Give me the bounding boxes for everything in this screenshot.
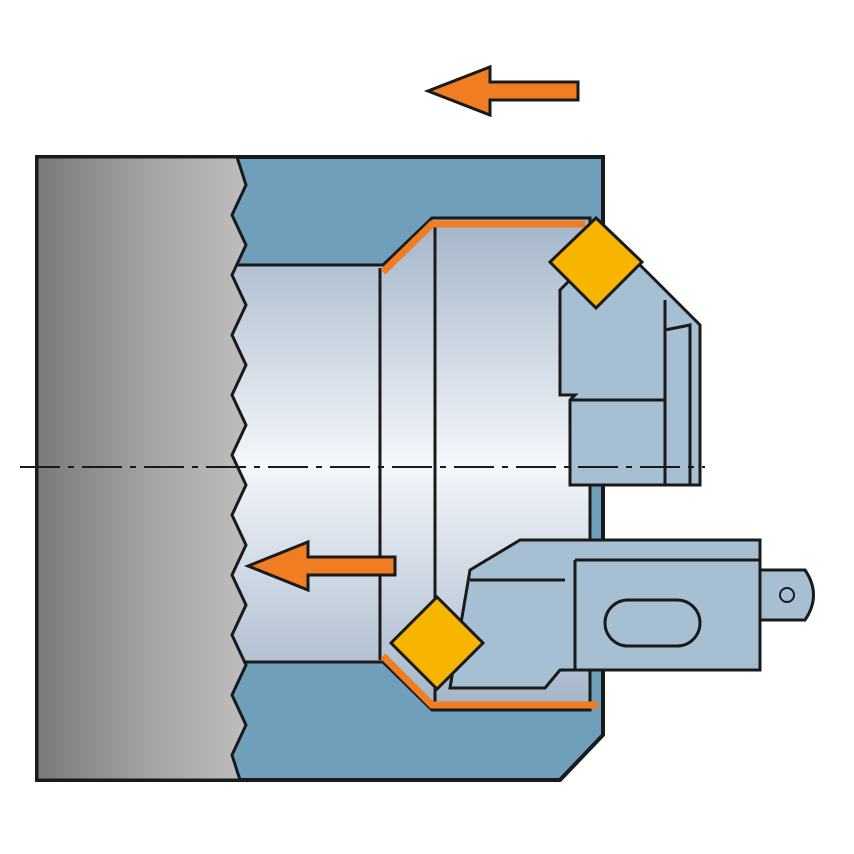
machined-surface-bottom	[380, 653, 598, 709]
knob-hole	[779, 587, 795, 603]
top-insert	[547, 215, 645, 311]
feed-arrow-left-icon	[423, 64, 580, 118]
bottom-tool-holder	[448, 538, 762, 690]
feed-arrow-left-icon	[243, 539, 397, 593]
clamp-slot	[603, 598, 702, 648]
top-holder-detail	[570, 300, 692, 485]
bottom-holder-detail	[470, 558, 760, 670]
bottom-insert	[388, 594, 486, 692]
machined-surface-top	[380, 220, 585, 275]
workpiece-section-break	[35, 155, 248, 782]
